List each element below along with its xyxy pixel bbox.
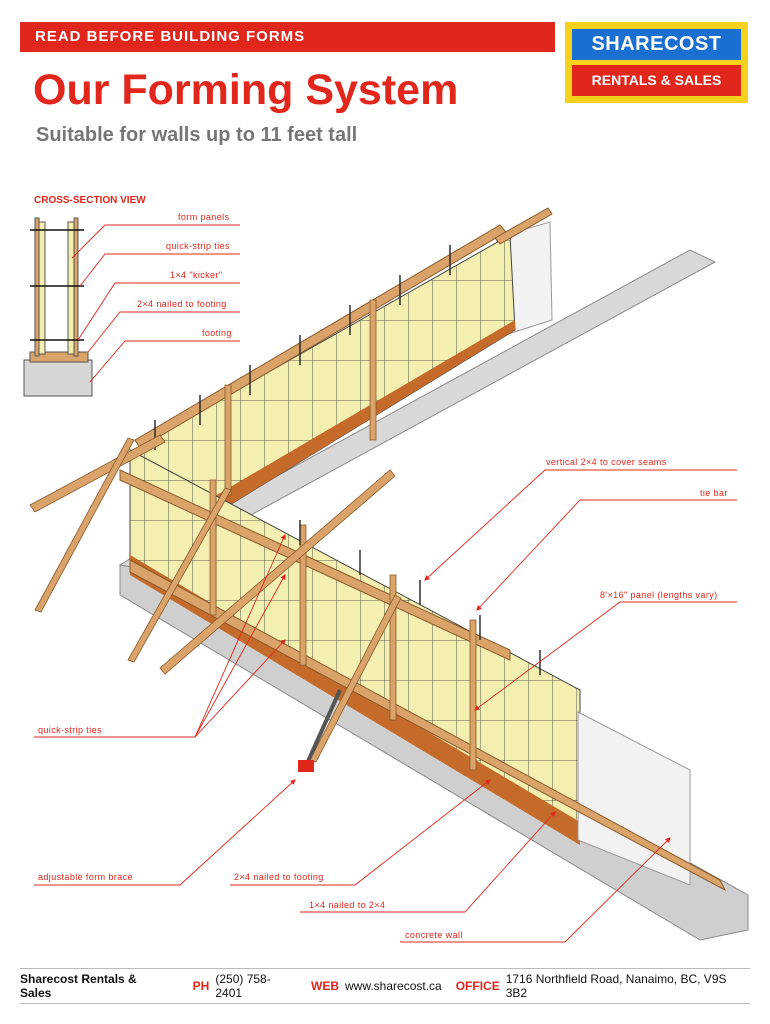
callout-quick-strip: quick-strip ties [38,725,102,735]
callout-concrete-wall: concrete wall [405,930,463,940]
footer-office-label: OFFICE [455,979,500,993]
callout-panel: 8'×16" panel (lengths vary) [600,590,718,600]
footer-website-link[interactable]: www.sharecost.ca [345,979,442,993]
callout-vertical-2x4: vertical 2×4 to cover seams [546,457,667,467]
cross-section-drawing [23,217,93,397]
footer-phone[interactable]: (250) 758-2401 [215,972,271,1000]
footer-business-name: Sharecost Rentals & Sales [20,972,137,1000]
callout-2x4-footing: 2×4 nailed to footing [137,299,227,309]
page-title: Our Forming System [33,66,459,114]
page-subtitle: Suitable for walls up to 11 feet tall [36,124,358,146]
footer-web-label: WEB [311,979,339,993]
header-banner: READ BEFORE BUILDING FORMS [20,22,555,52]
callout-2x4-nailed: 2×4 nailed to footing [234,872,324,882]
footer-address: 1716 Northfield Road, Nanaimo, BC, V9S 3… [505,972,727,1000]
sharecost-logo: SHARECOST RENTALS & SALES [565,22,748,103]
callout-footing: footing [202,328,232,338]
concrete-wall [577,711,691,886]
callout-tie-bar: tie bar [700,488,728,498]
callout-quick-strip-ties: quick-strip ties [166,241,230,251]
callout-kicker: 1×4 "kicker" [170,270,223,280]
cross-section-label: CROSS-SECTION VIEW [34,195,146,206]
logo-subtitle: RENTALS & SALES [572,65,741,96]
callout-brace: adjustable form brace [38,872,133,882]
adjustable-form-brace [298,689,342,772]
callout-form-panels: form panels [178,212,230,222]
contact-footer: Sharecost Rentals & Sales PH (250) 758-2… [20,968,750,1004]
callout-1x4-nailed: 1×4 nailed to 2×4 [309,900,386,910]
logo-title: SHARECOST [572,29,741,60]
footer-phone-label: PH [192,979,210,993]
